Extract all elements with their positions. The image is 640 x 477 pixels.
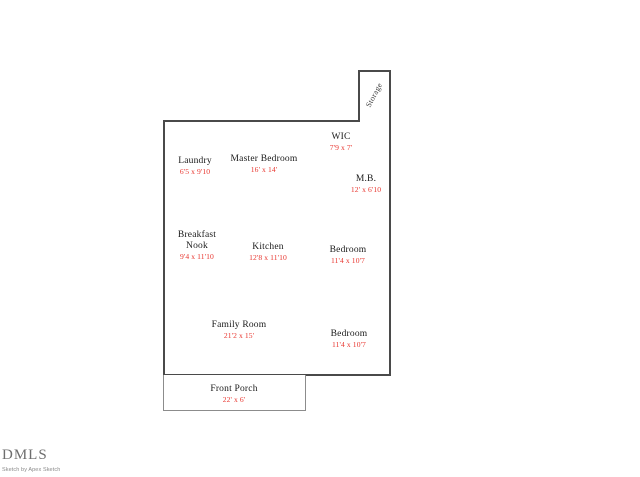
room-dimensions-master-bedroom: 16' x 14' bbox=[250, 164, 278, 174]
room-name-mb: M.B. bbox=[355, 174, 377, 184]
room-name-bedroom-1: Bedroom bbox=[329, 245, 367, 255]
room-name-bedroom-2: Bedroom bbox=[330, 329, 368, 339]
room-dimensions-kitchen: 12'8 x 11'10 bbox=[249, 252, 287, 262]
room-label-laundry: Laundry 6'5 x 9'10 bbox=[178, 156, 212, 176]
room-label-bedroom-1: Bedroom 11'4 x 10'7 bbox=[329, 245, 367, 265]
room-name-kitchen: Kitchen bbox=[252, 242, 284, 252]
room-dimensions-front-porch: 22' x 6' bbox=[222, 394, 246, 404]
room-label-front-porch: Front Porch 22' x 6' bbox=[210, 384, 258, 404]
room-dimensions-bedroom-1: 11'4 x 10'7 bbox=[331, 255, 365, 265]
room-name-breakfast-nook: Breakfast bbox=[177, 230, 217, 240]
room-label-mb: M.B. 12' x 6'10 bbox=[350, 174, 382, 194]
room-dimensions-wic: 7'9 x 7' bbox=[329, 142, 353, 152]
room-label-family-room: Family Room 21'2 x 15' bbox=[211, 320, 267, 340]
room-dimensions-family-room: 21'2 x 15' bbox=[223, 330, 255, 340]
room-dimensions-bedroom-2: 11'4 x 10'7 bbox=[332, 339, 366, 349]
room-name-family-room: Family Room bbox=[211, 320, 267, 330]
watermark: DMLS Sketch by Apex Sketch bbox=[2, 447, 162, 474]
room-name-breakfast-nook-line2: Nook bbox=[186, 240, 208, 251]
room-dimensions-breakfast-nook: 9'4 x 11'10 bbox=[180, 251, 214, 261]
storage-outline bbox=[358, 70, 391, 121]
room-label-wic: WIC 7'9 x 7' bbox=[329, 132, 353, 152]
watermark-credit: Sketch by Apex Sketch bbox=[2, 467, 61, 473]
room-label-bedroom-2: Bedroom 11'4 x 10'7 bbox=[330, 329, 368, 349]
room-label-master-bedroom: Master Bedroom 16' x 14' bbox=[230, 154, 298, 174]
storage-opening bbox=[360, 117, 389, 123]
room-name-master-bedroom: Master Bedroom bbox=[230, 154, 298, 164]
room-name-wic: WIC bbox=[331, 132, 351, 142]
room-name-front-porch: Front Porch bbox=[210, 384, 258, 394]
room-dimensions-laundry: 6'5 x 9'10 bbox=[179, 166, 211, 176]
room-name-laundry: Laundry bbox=[178, 156, 212, 166]
room-dimensions-mb: 12' x 6'10 bbox=[350, 184, 382, 194]
main-house-outline bbox=[163, 120, 391, 376]
front-porch-outline bbox=[163, 375, 306, 411]
watermark-logo: DMLS bbox=[2, 447, 48, 463]
room-label-kitchen: Kitchen 12'8 x 11'10 bbox=[249, 242, 287, 262]
room-label-breakfast-nook: Breakfast Nook 9'4 x 11'10 bbox=[178, 230, 216, 261]
